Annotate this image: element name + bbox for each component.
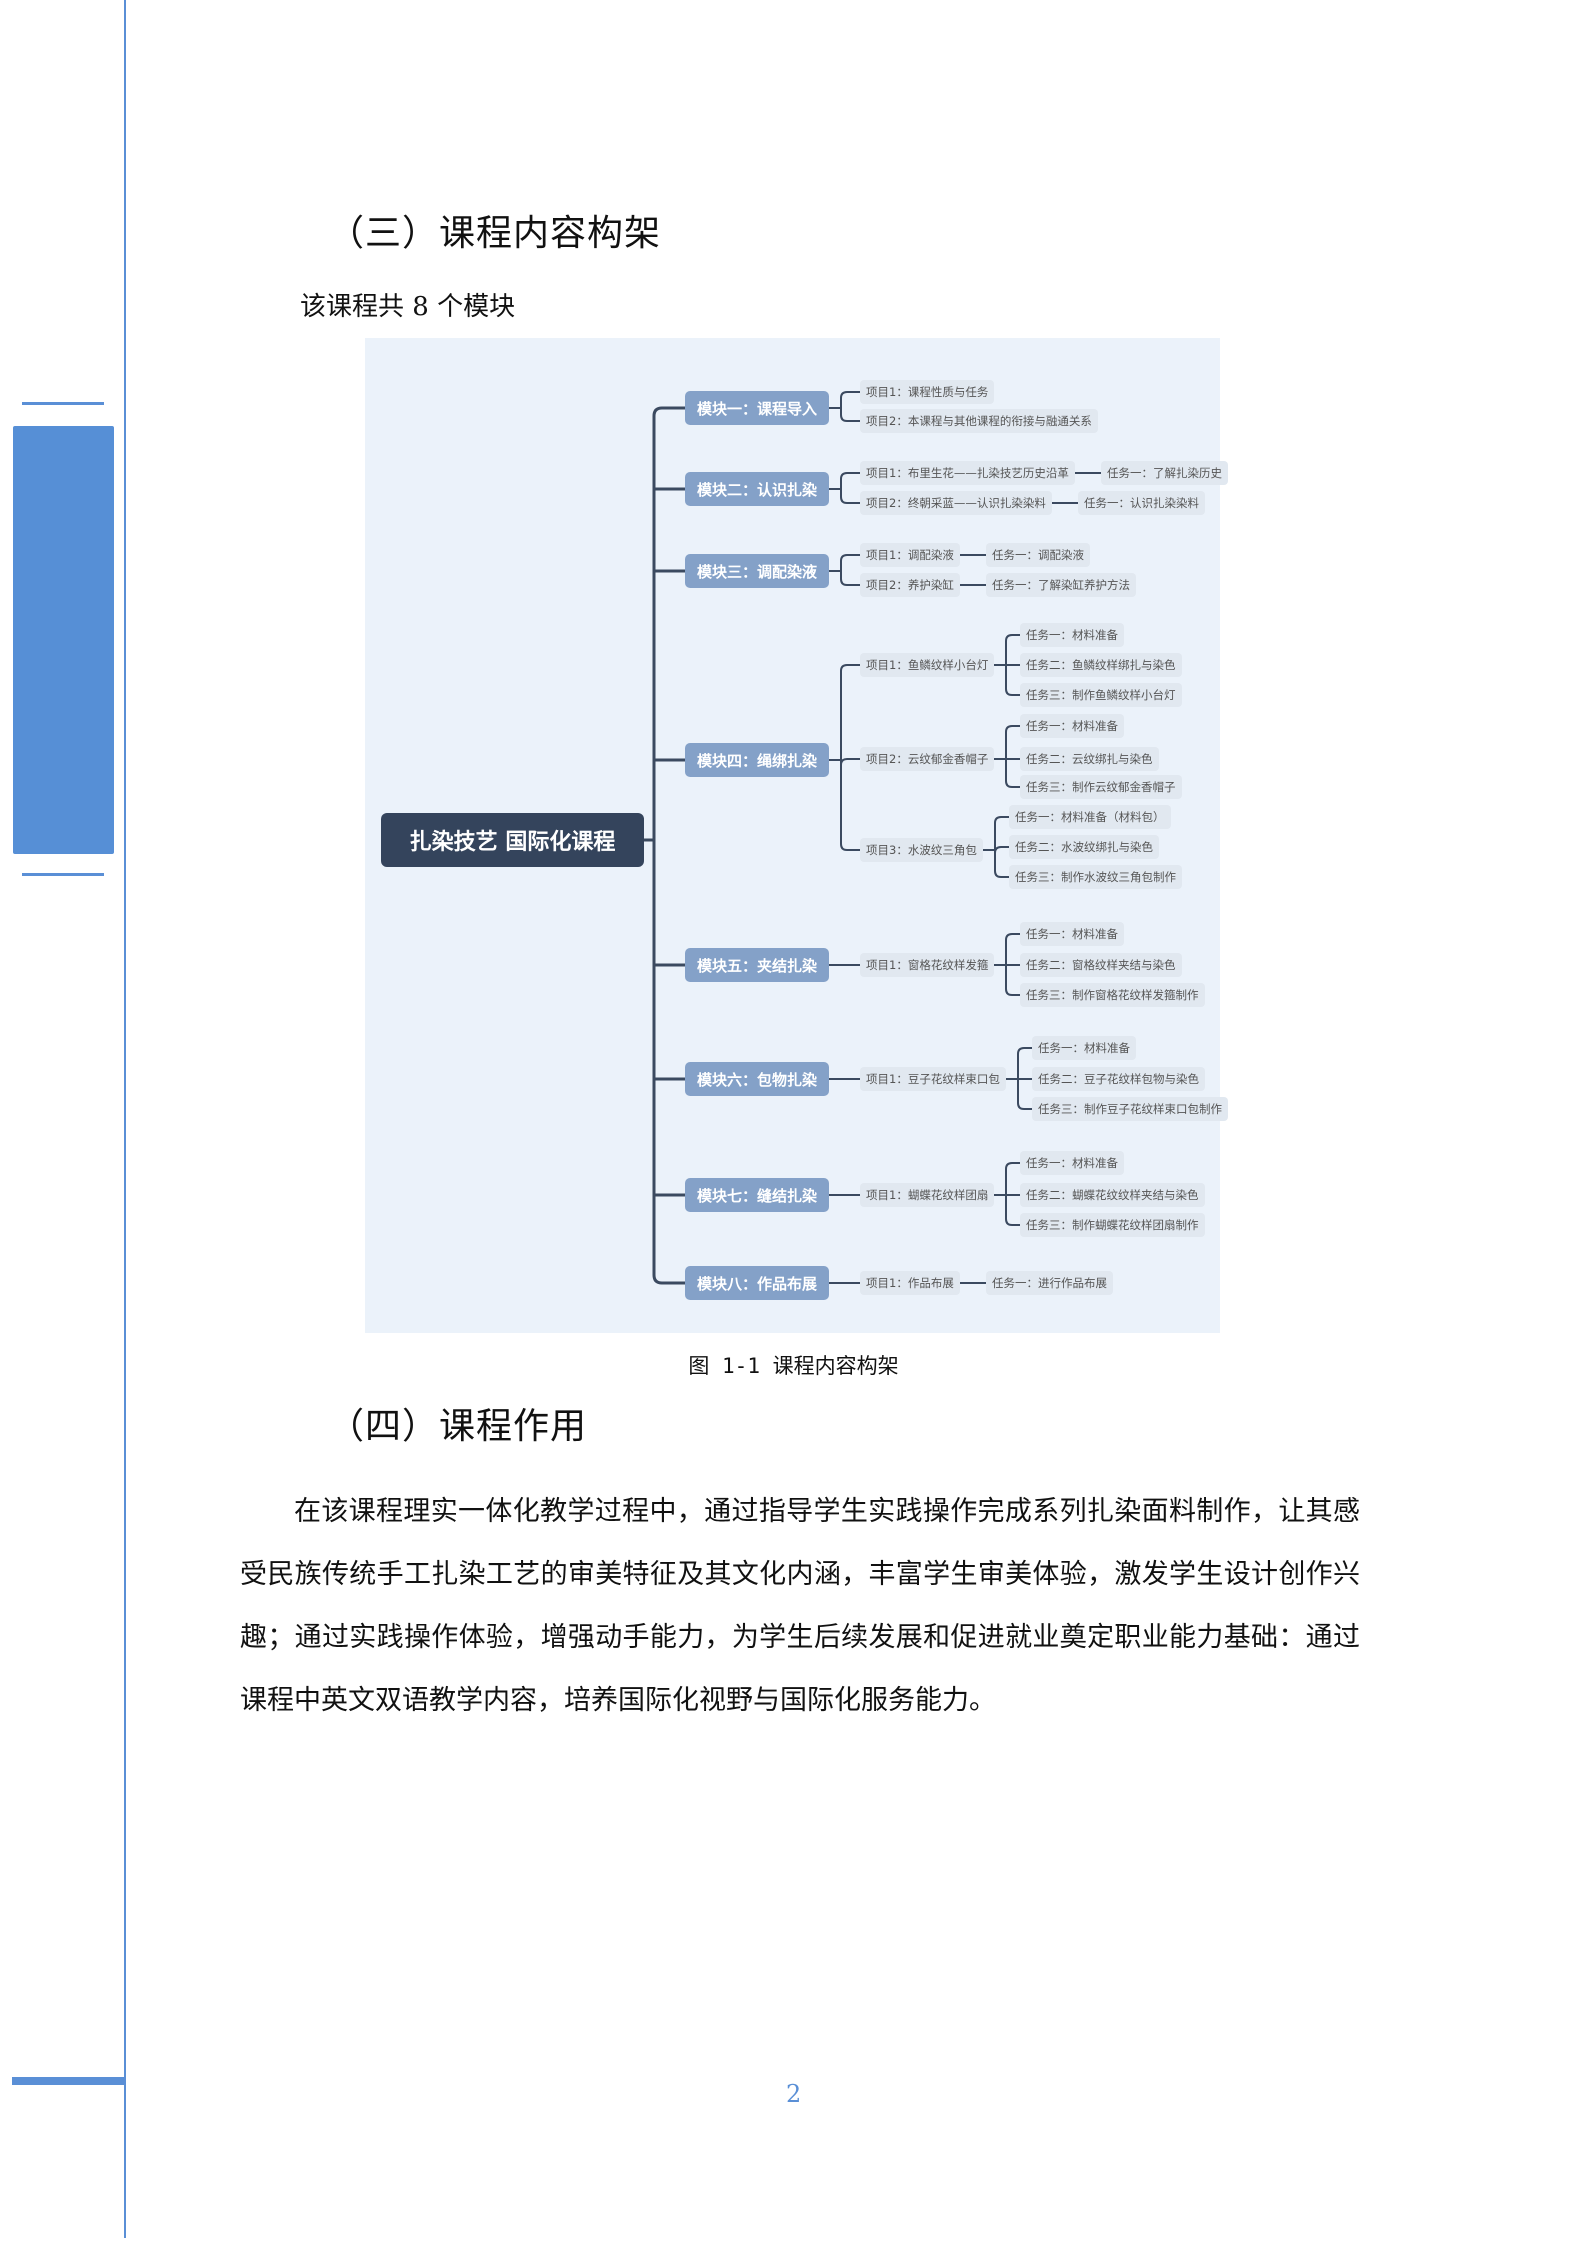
task-node: 任务一：材料准备 bbox=[1020, 922, 1124, 946]
project-node: 项目2：云纹郁金香帽子 bbox=[860, 747, 995, 771]
section-body: 在该课程理实一体化教学过程中，通过指导学生实践操作完成系列扎染面料制作，让其感受… bbox=[240, 1480, 1360, 1732]
task-node: 任务一：进行作品布展 bbox=[986, 1271, 1113, 1295]
task-node: 任务二：水波纹绑扎与染色 bbox=[1009, 835, 1159, 859]
page-number: 2 bbox=[786, 2080, 802, 2108]
section-heading-4: （四）课程作用 bbox=[328, 1406, 588, 1447]
task-node: 任务一：了解扎染历史 bbox=[1101, 461, 1228, 485]
project-node: 项目1：作品布展 bbox=[860, 1271, 960, 1295]
project-node: 项目1：蝴蝶花纹样团扇 bbox=[860, 1183, 995, 1207]
page-margin-line bbox=[124, 0, 126, 2238]
section-heading-3: （三）课程内容构架 bbox=[328, 213, 662, 254]
project-node: 项目1：调配染液 bbox=[860, 543, 960, 567]
task-node: 任务一：材料准备（材料包） bbox=[1009, 805, 1171, 829]
project-node: 项目1：窗格花纹样发箍 bbox=[860, 953, 995, 977]
task-node: 任务三：制作水波纹三角包制作 bbox=[1009, 865, 1182, 889]
task-node: 任务二：窗格纹样夹结与染色 bbox=[1020, 953, 1182, 977]
module-node: 模块三：调配染液 bbox=[685, 554, 829, 588]
module-node: 模块一：课程导入 bbox=[685, 391, 829, 425]
task-node: 任务三：制作鱼鳞纹样小台灯 bbox=[1020, 683, 1182, 707]
task-node: 任务一：材料准备 bbox=[1020, 1151, 1124, 1175]
footer-accent-bar bbox=[12, 2077, 126, 2085]
sidebar-accent-block bbox=[13, 426, 114, 854]
module-node: 模块七：缝结扎染 bbox=[685, 1178, 829, 1212]
course-structure-mindmap: 扎染技艺 国际化课程 模块一：课程导入 项目1：课程性质与任务项目2：本课程与其他课… bbox=[365, 338, 1228, 1333]
module-node: 模块二：认识扎染 bbox=[685, 472, 829, 506]
project-node: 项目1：鱼鳞纹样小台灯 bbox=[860, 653, 995, 677]
task-node: 任务一：材料准备 bbox=[1020, 714, 1124, 738]
task-node: 任务一：调配染液 bbox=[986, 543, 1090, 567]
task-node: 任务三：制作豆子花纹样束口包制作 bbox=[1032, 1097, 1228, 1121]
task-node: 任务一：材料准备 bbox=[1032, 1036, 1136, 1060]
task-node: 任务二：云纹绑扎与染色 bbox=[1020, 747, 1159, 771]
mindmap-connectors bbox=[644, 391, 1101, 1285]
body-paragraph: 在该课程理实一体化教学过程中，通过指导学生实践操作完成系列扎染面料制作，让其感受… bbox=[240, 1496, 1360, 1716]
task-node: 任务一：材料准备 bbox=[1020, 623, 1124, 647]
task-node: 任务三：制作云纹郁金香帽子 bbox=[1020, 775, 1182, 799]
project-node: 项目1：布里生花——扎染技艺历史沿革 bbox=[860, 461, 1075, 485]
module-node: 模块四：绳绑扎染 bbox=[685, 743, 829, 777]
mindmap-root-node: 扎染技艺 国际化课程 bbox=[381, 813, 644, 867]
project-node: 项目2：本课程与其他课程的衔接与融通关系 bbox=[860, 409, 1098, 433]
module-node: 模块五：夹结扎染 bbox=[685, 948, 829, 982]
sidebar-top-rule bbox=[22, 402, 104, 405]
project-node: 项目1：豆子花纹样束口包 bbox=[860, 1067, 1006, 1091]
project-node: 项目2：终朝采蓝——认识扎染染料 bbox=[860, 491, 1052, 515]
task-node: 任务一：认识扎染染料 bbox=[1078, 491, 1205, 515]
task-node: 任务二：鱼鳞纹样绑扎与染色 bbox=[1020, 653, 1182, 677]
sidebar-bottom-rule bbox=[22, 873, 104, 876]
section-intro-text: 该课程共 8 个模块 bbox=[300, 292, 516, 322]
module-node: 模块八：作品布展 bbox=[685, 1266, 829, 1300]
task-node: 任务二：蝴蝶花纹纹样夹结与染色 bbox=[1020, 1183, 1205, 1207]
task-node: 任务三：制作窗格花纹样发箍制作 bbox=[1020, 983, 1205, 1007]
task-node: 任务二：豆子花纹样包物与染色 bbox=[1032, 1067, 1205, 1091]
project-node: 项目2：养护染缸 bbox=[860, 573, 960, 597]
task-node: 任务一：了解染缸养护方法 bbox=[986, 573, 1136, 597]
task-node: 任务三：制作蝴蝶花纹样团扇制作 bbox=[1020, 1213, 1205, 1237]
module-node: 模块六：包物扎染 bbox=[685, 1062, 829, 1096]
figure-caption: 图 1-1 课程内容构架 bbox=[688, 1354, 899, 1378]
project-node: 项目1：课程性质与任务 bbox=[860, 380, 995, 404]
project-node: 项目3：水波纹三角包 bbox=[860, 838, 983, 862]
